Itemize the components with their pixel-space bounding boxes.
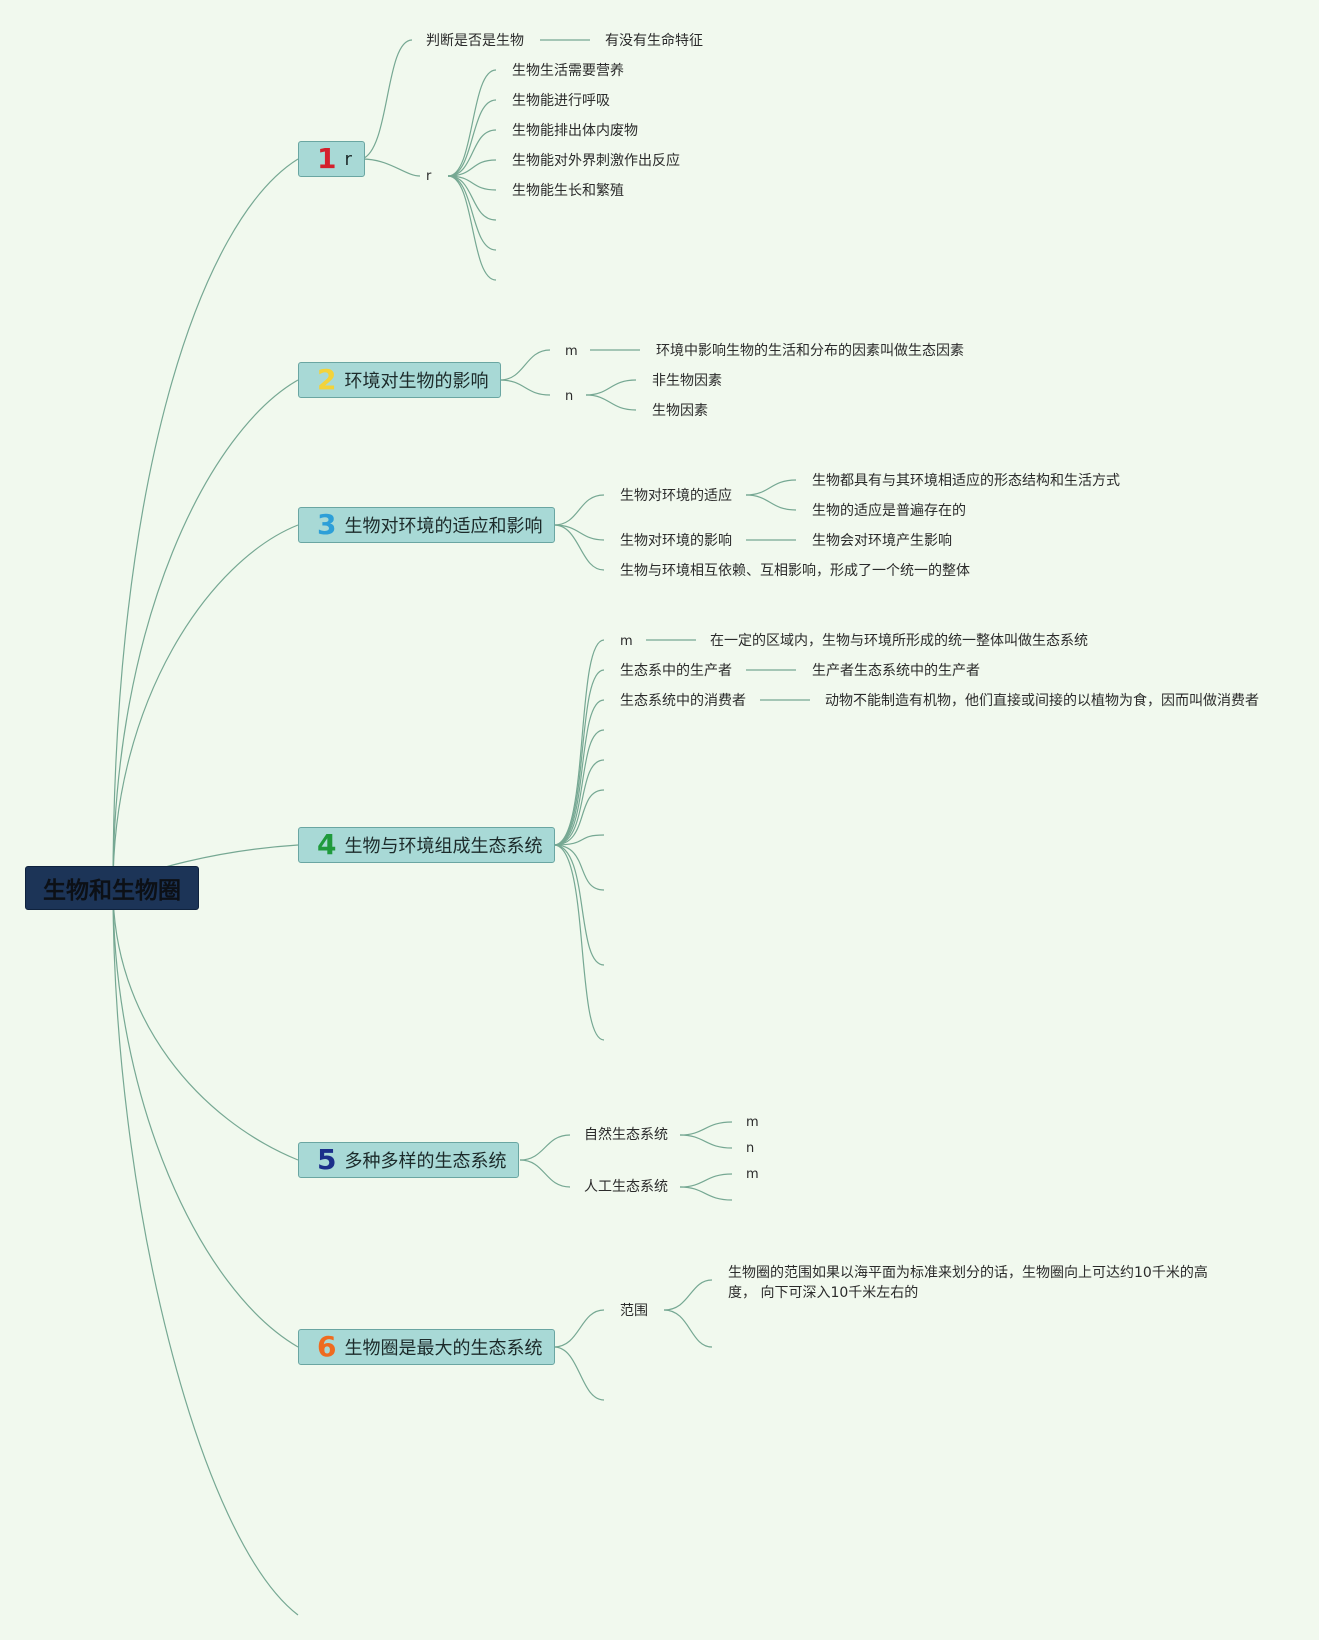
root-label: 生物和生物圈 <box>43 878 181 904</box>
natural-ecosystem-n[interactable]: n <box>746 1141 755 1156</box>
topic-5-label: 多种多样的生态系统 <box>344 1151 507 1172</box>
number-1-icon: 1 <box>317 142 337 175</box>
topic-4[interactable]: 4 生物与环境组成生态系统 <box>298 827 556 863</box>
topic-4-label: 生物与环境组成生态系统 <box>344 836 543 857</box>
life-feature-5[interactable]: 生物能生长和繁殖 <box>512 183 624 199</box>
topic-4-child-2-detail[interactable]: 生产者生态系统中的生产者 <box>812 663 980 679</box>
adaptation-detail-1[interactable]: 生物都具有与其环境相适应的形态结构和生活方式 <box>812 473 1120 489</box>
topic-6[interactable]: 6 生物圈是最大的生态系统 <box>298 1329 556 1365</box>
topic-3-child-2[interactable]: 生物对环境的影响 <box>620 533 732 549</box>
number-6-icon: 6 <box>317 1330 337 1363</box>
life-feature-4[interactable]: 生物能对外界刺激作出反应 <box>512 153 680 169</box>
number-4-icon: 4 <box>317 828 337 861</box>
topic-6-child-1-detail[interactable]: 生物圈的范围如果以海平面为标准来划分的话，生物圈向上可达约10千米的高度， 向下… <box>728 1265 1208 1301</box>
topic-2-label: 环境对生物的影响 <box>344 371 489 392</box>
life-feature-3[interactable]: 生物能排出体内废物 <box>512 123 638 139</box>
topic-1-child-2[interactable]: r <box>426 169 432 184</box>
topic-5-child-2[interactable]: 人工生态系统 <box>584 1179 668 1195</box>
topic-1-child-1[interactable]: 判断是否是生物 <box>426 33 524 49</box>
topic-2-child-1-detail[interactable]: 环境中影响生物的生活和分布的因素叫做生态因素 <box>656 343 964 359</box>
life-feature-1[interactable]: 生物生活需要营养 <box>512 63 624 79</box>
topic-3-label: 生物对环境的适应和影响 <box>344 516 543 537</box>
number-5-icon: 5 <box>317 1143 337 1176</box>
topic-5-child-1[interactable]: 自然生态系统 <box>584 1127 668 1143</box>
topic-4-child-1-detail[interactable]: 在一定的区域内，生物与环境所形成的统一整体叫做生态系统 <box>710 633 1088 649</box>
topic-1-child-1-detail[interactable]: 有没有生命特征 <box>605 33 703 49</box>
topic-6-child-1[interactable]: 范围 <box>620 1303 648 1319</box>
root-topic[interactable]: 生物和生物圈 <box>25 866 199 910</box>
topic-2[interactable]: 2 环境对生物的影响 <box>298 362 502 398</box>
topic-2-child-2[interactable]: n <box>565 389 574 404</box>
biotic-factor[interactable]: 生物因素 <box>652 403 708 419</box>
adaptation-detail-2[interactable]: 生物的适应是普遍存在的 <box>812 503 966 519</box>
topic-3-child-3[interactable]: 生物与环境相互依赖、互相影响，形成了一个统一的整体 <box>620 563 970 579</box>
topic-4-child-1[interactable]: m <box>620 634 633 649</box>
number-2-icon: 2 <box>317 363 337 396</box>
topic-3-child-2-detail[interactable]: 生物会对环境产生影响 <box>812 533 952 549</box>
artificial-ecosystem-m[interactable]: m <box>746 1167 759 1182</box>
topic-1-label: r <box>344 148 352 170</box>
topic-3[interactable]: 3 生物对环境的适应和影响 <box>298 507 556 543</box>
topic-4-child-3[interactable]: 生态系统中的消费者 <box>620 693 746 709</box>
natural-ecosystem-m[interactable]: m <box>746 1115 759 1130</box>
topic-1[interactable]: 1 r <box>298 141 365 177</box>
topic-6-label: 生物圈是最大的生态系统 <box>344 1338 543 1359</box>
topic-4-child-3-detail[interactable]: 动物不能制造有机物，他们直接或间接的以植物为食，因而叫做消费者 <box>825 693 1259 709</box>
abiotic-factor[interactable]: 非生物因素 <box>652 373 722 389</box>
topic-4-child-2[interactable]: 生态系中的生产者 <box>620 663 732 679</box>
life-feature-2[interactable]: 生物能进行呼吸 <box>512 93 610 109</box>
number-3-icon: 3 <box>317 508 337 541</box>
topic-2-child-1[interactable]: m <box>565 344 578 359</box>
topic-5[interactable]: 5 多种多样的生态系统 <box>298 1142 520 1178</box>
topic-3-child-1[interactable]: 生物对环境的适应 <box>620 488 732 504</box>
